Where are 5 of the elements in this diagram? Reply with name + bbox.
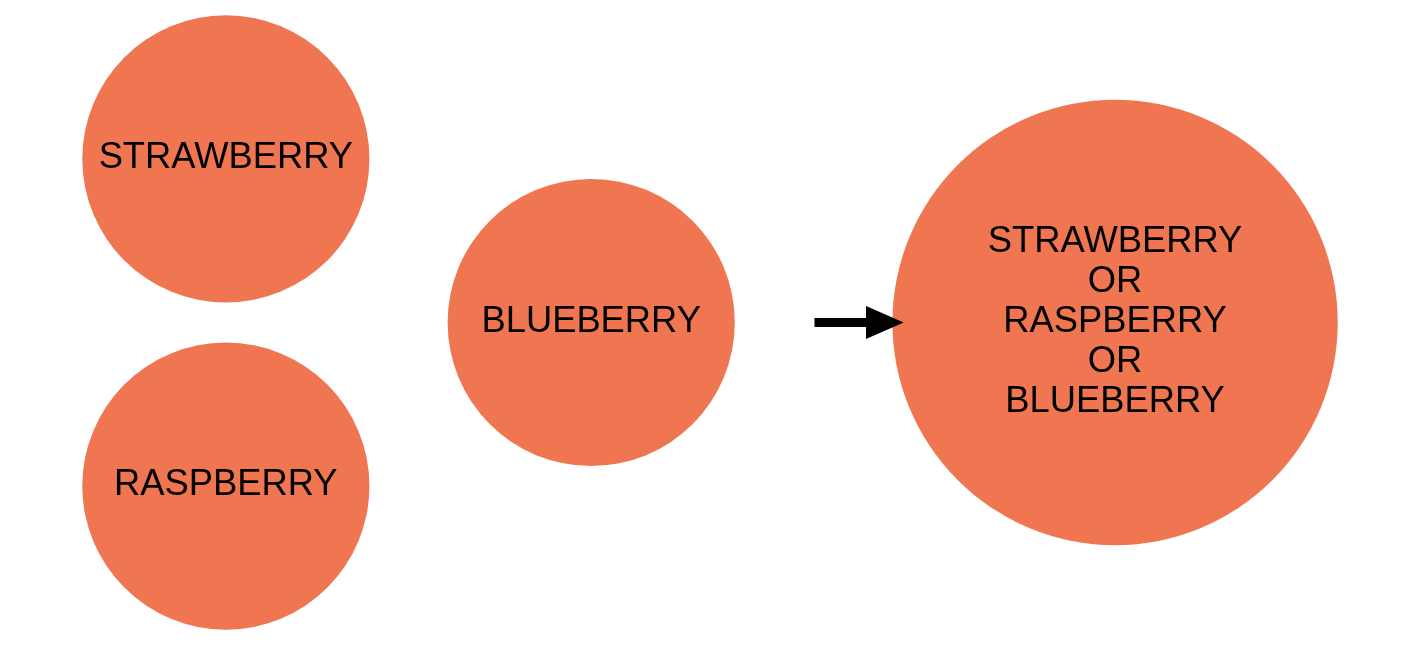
node-circle: STRAWBERRY OR RASPBERRY OR BLUEBERRY	[892, 99, 1338, 546]
node-circle: STRAWBERRY	[82, 15, 370, 303]
node-circle: BLUEBERRY	[447, 178, 735, 467]
arrow	[814, 306, 904, 339]
node-circle: RASPBERRY	[82, 342, 370, 630]
